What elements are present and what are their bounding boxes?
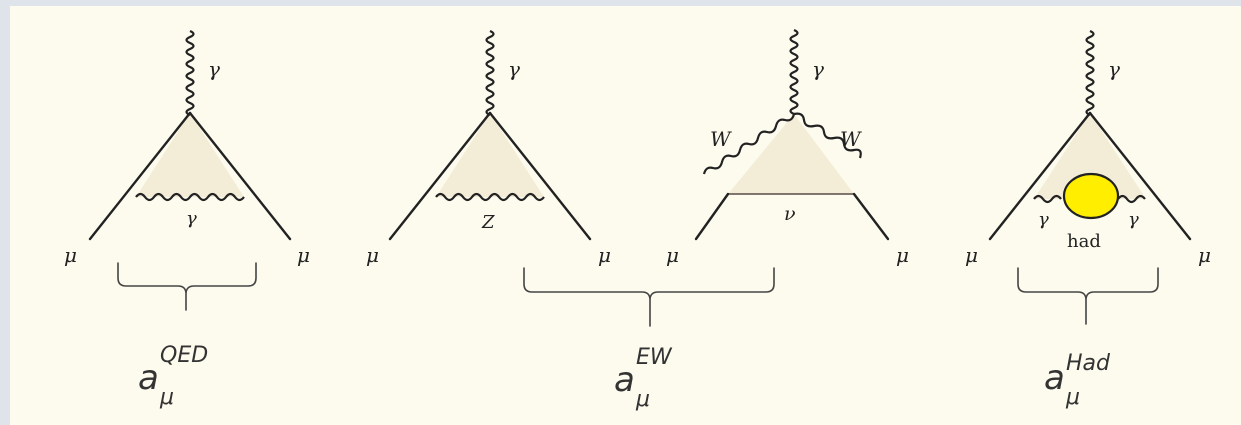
diagram-qed: γ γ μ μ (64, 29, 310, 267)
loop-shade (136, 113, 244, 197)
muon-line-right (488, 111, 592, 241)
photon-external (1085, 29, 1095, 117)
label-sup: Had (1066, 351, 1111, 376)
label-had: a Had μ (1044, 351, 1111, 410)
photon-label: γ (508, 57, 520, 81)
gamma-left-label: γ (1038, 209, 1049, 230)
label-qed: a QED μ (138, 343, 208, 410)
photon-external (185, 29, 195, 117)
brace-ew (523, 267, 775, 327)
w-boson-left (702, 113, 796, 175)
label-sup: EW (636, 345, 673, 370)
loop-photon-label: γ (186, 208, 197, 229)
nu-label: ν (784, 203, 796, 225)
w-left-label: W (710, 127, 732, 151)
label-base: a (138, 358, 159, 398)
w-boson-right (793, 112, 862, 159)
z-label: Z (481, 212, 495, 233)
muon-line-left (388, 111, 492, 241)
muon-line-right (1088, 111, 1192, 241)
photon-external (789, 28, 799, 116)
photon-external (485, 29, 495, 117)
label-base: a (1044, 358, 1065, 398)
label-ew: a EW μ (614, 345, 673, 412)
mu-left-label: μ (965, 243, 978, 267)
muon-line-right (188, 111, 292, 241)
muon-line-left (988, 111, 1092, 241)
muon-line-right (852, 192, 890, 241)
photon-loop-left (1033, 194, 1062, 204)
label-base: a (614, 360, 635, 400)
mu-left-label: μ (366, 243, 379, 267)
mu-right-label: μ (1198, 243, 1211, 267)
mu-right-label: μ (896, 243, 909, 267)
photon-loop-right (1117, 194, 1146, 204)
mu-right-label: μ (297, 243, 310, 267)
label-sub: μ (159, 385, 174, 410)
photon-label: γ (812, 57, 824, 81)
photon-label: γ (208, 57, 220, 81)
label-sup: QED (160, 343, 208, 368)
muon-line-left (88, 111, 192, 241)
muon-line-left (694, 192, 730, 241)
loop-shade (728, 114, 854, 194)
photon-loop (135, 192, 245, 202)
feynman-diagrams: γ γ μ μ γ Z μ μ γ W W ν μ μ (64, 28, 1211, 412)
label-sub: μ (635, 387, 650, 412)
had-label: had (1067, 231, 1101, 252)
z-boson-loop (435, 192, 545, 202)
gamma-right-label: γ (1128, 209, 1139, 230)
diagram-z: γ Z μ μ (366, 29, 611, 267)
mu-right-label: μ (598, 243, 611, 267)
diagram-w: γ W W ν μ μ (666, 28, 909, 267)
mu-left-label: μ (666, 243, 679, 267)
loop-shade (1034, 113, 1146, 199)
mu-left-label: μ (64, 243, 77, 267)
w-right-label: W (840, 127, 862, 151)
photon-label: γ (1108, 57, 1120, 81)
brace-qed (117, 262, 257, 311)
hadronic-blob (1062, 172, 1120, 220)
brace-had (1017, 267, 1159, 325)
diagram-canvas: γ γ μ μ γ Z μ μ γ W W ν μ μ (10, 6, 1241, 425)
label-sub: μ (1065, 385, 1080, 410)
loop-shade (436, 113, 544, 197)
diagram-had: γ γ γ had μ μ (965, 29, 1211, 267)
